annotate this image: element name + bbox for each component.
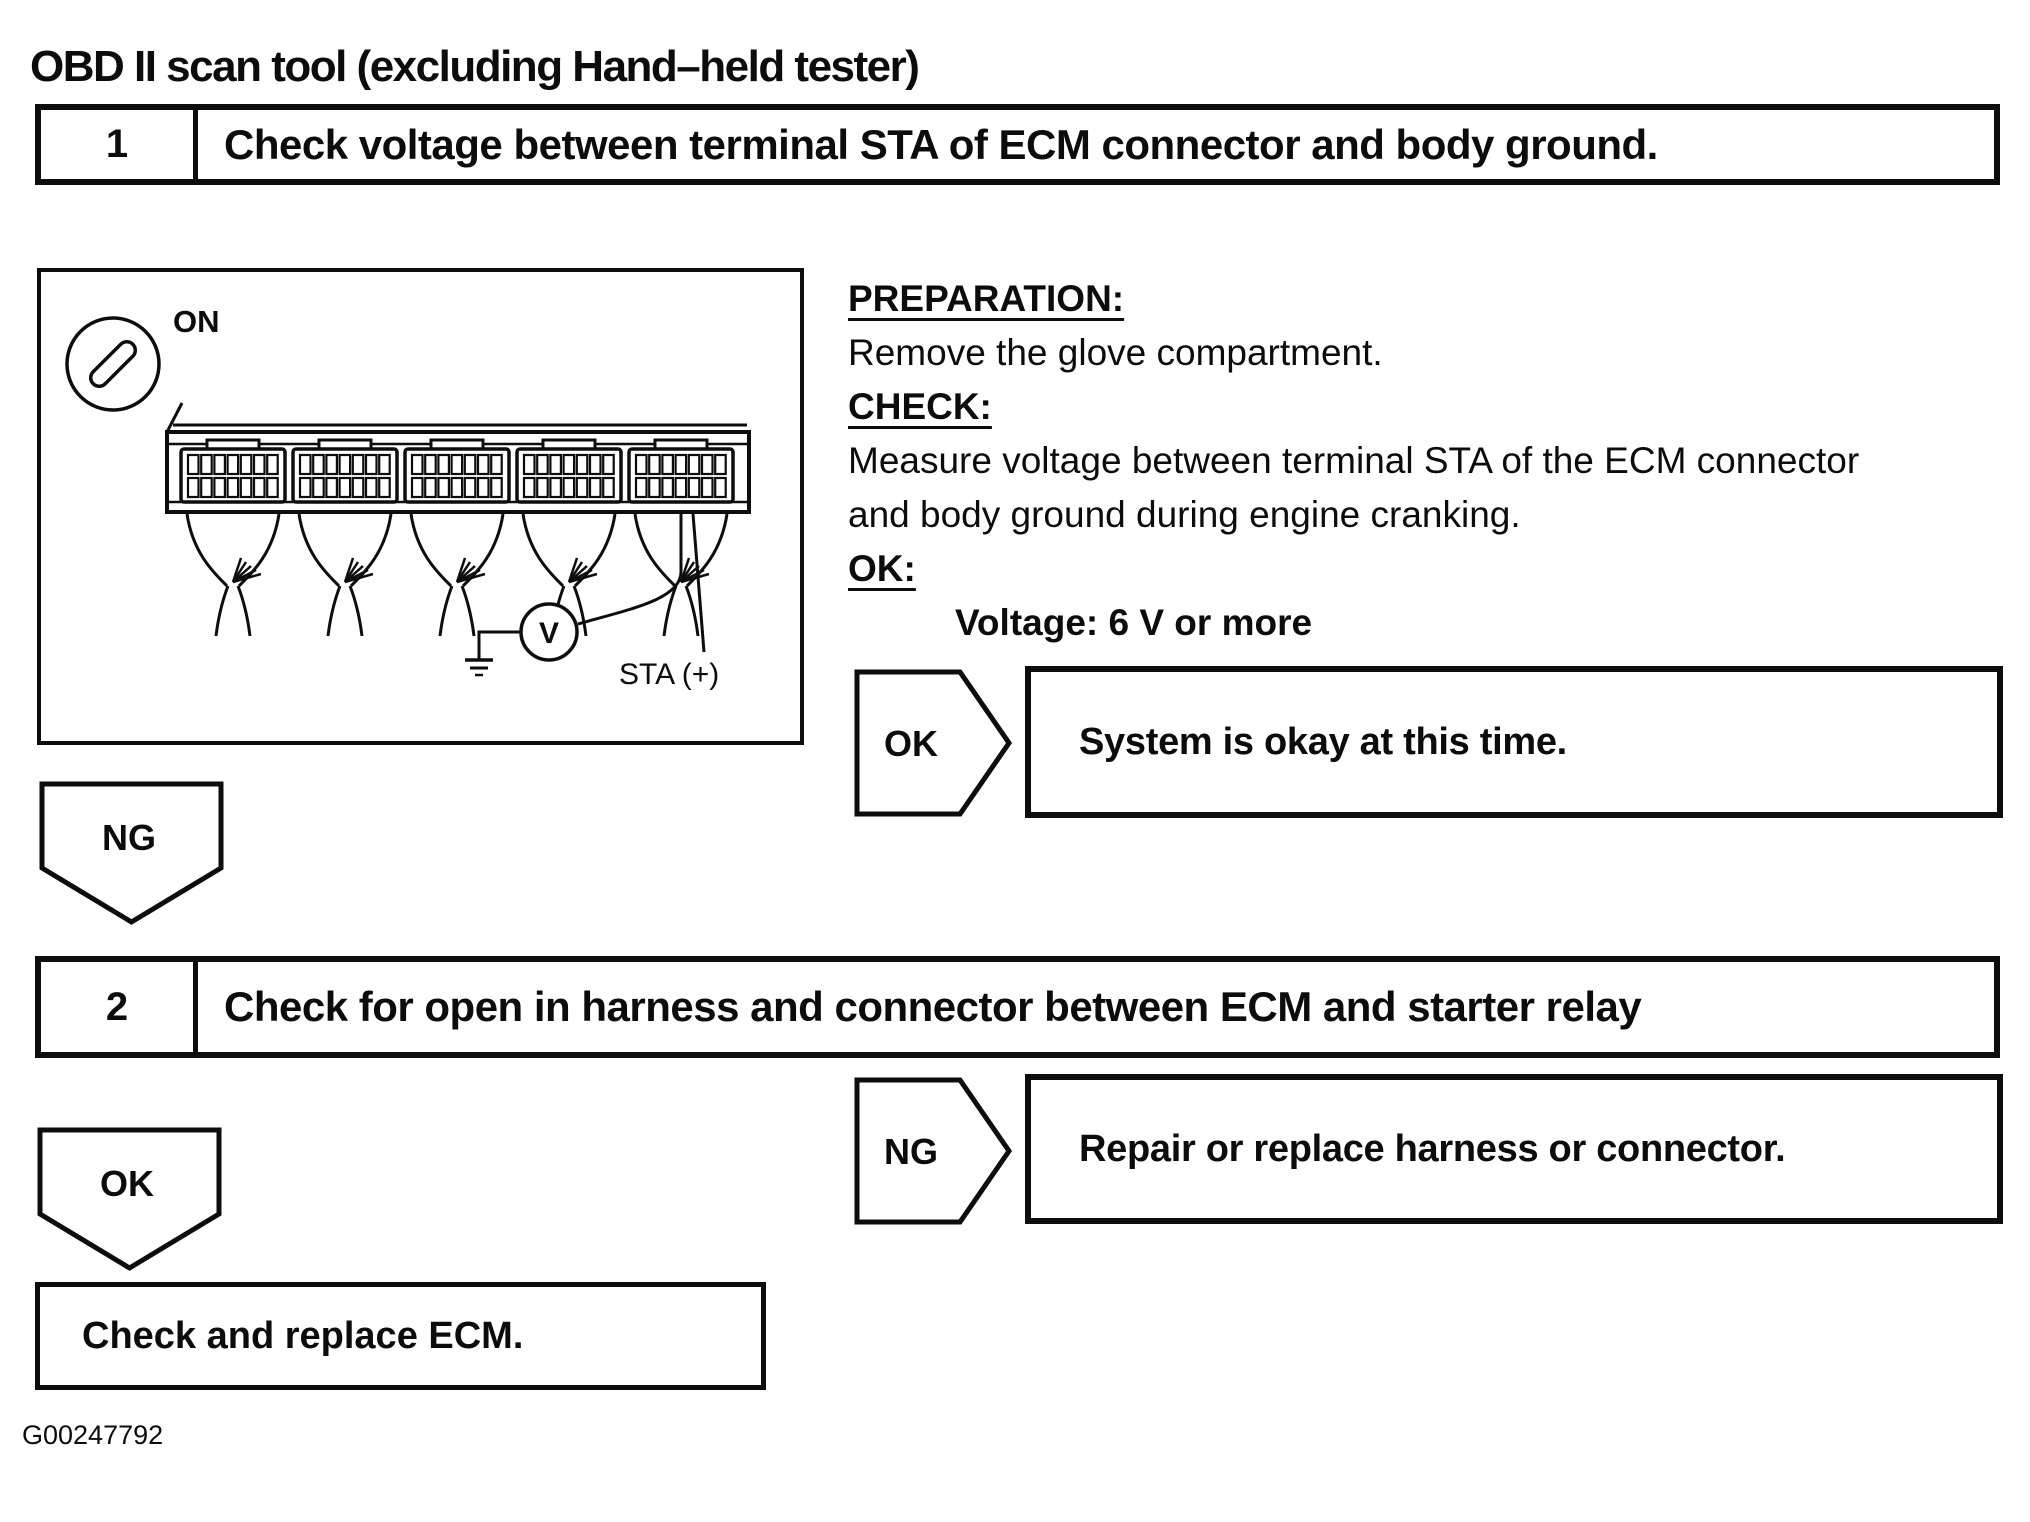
step-2-row: 2 Check for open in harness and connecto… xyxy=(35,956,2000,1058)
check-text: Measure voltage between terminal STA of … xyxy=(848,440,1860,535)
check-heading: CHECK: xyxy=(848,386,992,427)
sta-terminal-label: STA (+) xyxy=(619,658,719,691)
page-title: OBD II scan tool (excluding Hand–held te… xyxy=(30,42,920,91)
connector-blocks xyxy=(179,438,735,637)
ok-down-badge: OK xyxy=(37,1127,222,1271)
ignition-on-label: ON xyxy=(173,304,220,339)
voltmeter-label: V xyxy=(539,617,559,650)
final-action-box: Check and replace ECM. xyxy=(35,1282,766,1390)
procedure-text: PREPARATION: Remove the glove compartmen… xyxy=(848,272,2010,650)
ng-result-box: Repair or replace harness or connector. xyxy=(1025,1074,2003,1224)
ng-arrow-badge: NG xyxy=(854,1077,1013,1225)
ok-arrow-badge: OK xyxy=(854,669,1013,817)
ok-arrow-label: OK xyxy=(884,723,938,764)
ground-symbol xyxy=(465,630,521,677)
ecm-connector-figure: ON xyxy=(65,304,751,691)
step-1-instruction: Check voltage between terminal STA of EC… xyxy=(224,120,1658,168)
ng-arrow-label: NG xyxy=(884,1131,938,1172)
ng-down-label: NG xyxy=(102,817,156,858)
voltmeter-icon xyxy=(519,602,579,662)
preparation-heading: PREPARATION: xyxy=(848,278,1125,319)
figure-box: ON xyxy=(37,268,804,745)
step-2-instruction: Check for open in harness and connector … xyxy=(224,983,1642,1030)
ok-result-box: System is okay at this time. xyxy=(1025,666,2003,818)
ng-down-badge: NG xyxy=(39,781,224,925)
step-1-number: 1 xyxy=(41,110,198,179)
voltage-spec: Voltage: 6 V or more xyxy=(955,602,1313,643)
figure-id: G00247792 xyxy=(22,1420,164,1450)
ignition-key-icon xyxy=(65,316,161,412)
ok-heading: OK: xyxy=(848,548,916,589)
preparation-text: Remove the glove compartment. xyxy=(848,332,1383,373)
step-2-number: 2 xyxy=(41,962,198,1052)
ok-down-label: OK xyxy=(100,1163,154,1204)
sta-wire xyxy=(577,513,706,653)
step-1-row: 1 Check voltage between terminal STA of … xyxy=(35,104,2000,185)
